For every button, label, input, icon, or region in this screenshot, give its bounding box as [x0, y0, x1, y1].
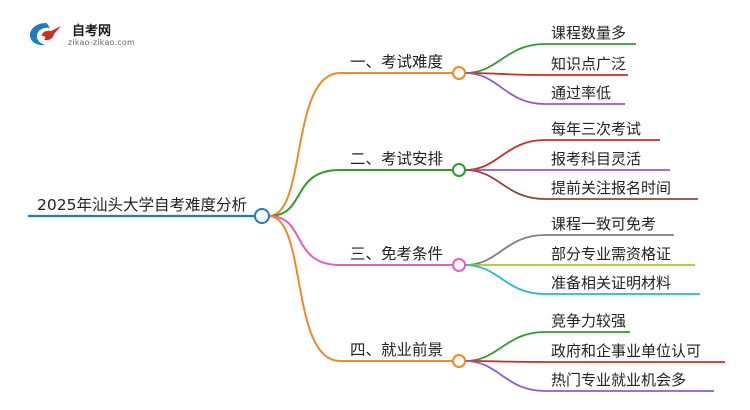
root-node [254, 208, 270, 224]
leaf-connector [464, 360, 546, 392]
logo-mark-icon [30, 23, 61, 46]
branch-node [452, 66, 466, 80]
leaf-label: 政府和企事业单位认可 [551, 342, 701, 360]
leaf-label: 报考科目灵活 [551, 150, 641, 168]
branch-connector [268, 215, 341, 266]
branch-node [452, 258, 466, 272]
leaf-label: 提前关注报名时间 [551, 179, 671, 197]
leaf-connector [464, 169, 546, 200]
leaf-connector [464, 72, 546, 105]
branch-label: 一、考试难度 [350, 53, 443, 71]
branch-node [452, 163, 466, 177]
leaf-label: 通过率低 [551, 84, 611, 102]
leaf-label: 知识点广泛 [551, 55, 626, 73]
branch-connector [268, 169, 341, 217]
branch-label: 二、考试安排 [350, 150, 443, 168]
branch-connector [268, 72, 341, 217]
leaf-label: 课程一致可免考 [551, 215, 656, 233]
leaf-label: 课程数量多 [551, 24, 626, 42]
leaf-connector [464, 331, 546, 362]
logo-title: 自考网 [72, 24, 112, 39]
leaf-connector [464, 43, 546, 74]
leaf-label: 竞争力较强 [551, 312, 626, 330]
site-logo: 自考网 zikao-zikao.com [28, 18, 148, 52]
leaf-connector [464, 139, 546, 171]
leaf-label: 热门专业就业机会多 [551, 371, 686, 389]
leaf-label: 准备相关证明材料 [551, 274, 671, 292]
branch-connector [268, 215, 341, 362]
leaf-label: 部分专业需资格证 [551, 245, 671, 263]
branch-label: 四、就业前景 [350, 341, 443, 359]
leaf-label: 每年三次考试 [551, 120, 641, 138]
leaf-connector [464, 234, 546, 266]
branch-label: 三、免考条件 [350, 245, 443, 263]
logo-url: zikao-zikao.com [68, 38, 135, 47]
branch-node [452, 354, 466, 368]
root-label: 2025年汕头大学自考难度分析 [37, 196, 247, 214]
leaf-connector [464, 264, 546, 295]
